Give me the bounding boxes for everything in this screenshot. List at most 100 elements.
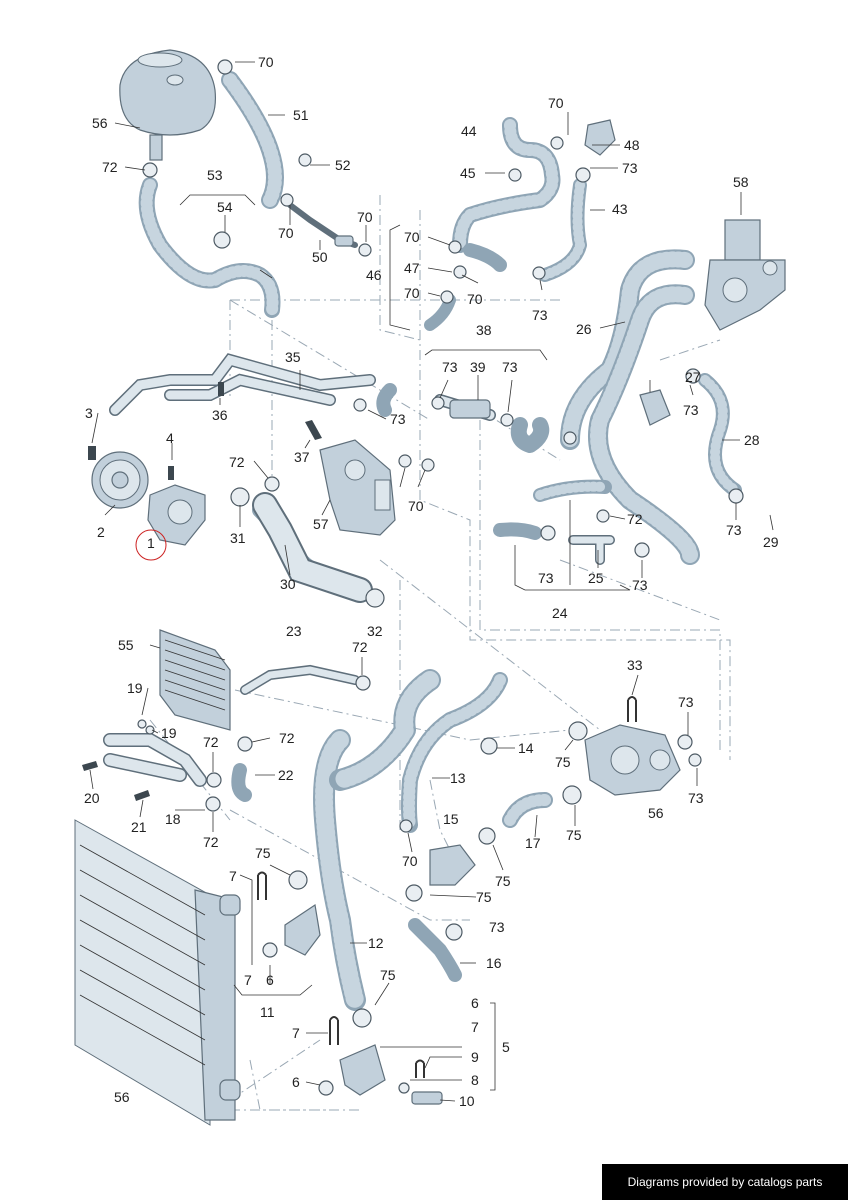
label-31: 31 [230,530,246,546]
label-24: 24 [552,605,568,621]
label-7: 7 [292,1025,300,1041]
label-75: 75 [380,967,396,983]
label-46: 46 [366,267,382,283]
label-14: 14 [518,740,534,756]
part-labels: 70 51 56 52 72 53 54 70 50 70 46 44 70 4… [84,54,779,1109]
components [74,49,786,1126]
attribution-text: Diagrams provided by catalogs parts [627,1175,823,1189]
label-57: 57 [313,516,329,532]
label-56: 56 [648,805,664,821]
label-73: 73 [683,402,699,418]
label-72: 72 [229,454,245,470]
label-75: 75 [555,754,571,770]
label-16: 16 [486,955,502,971]
label-15: 15 [443,811,459,827]
label-33: 33 [627,657,643,673]
label-70: 70 [357,209,373,225]
label-26: 26 [576,321,592,337]
label-51: 51 [293,107,309,123]
label-23: 23 [286,623,302,639]
label-39: 39 [470,359,486,375]
label-17: 17 [525,835,541,851]
label-4: 4 [166,430,174,446]
label-72: 72 [203,734,219,750]
label-72: 72 [203,834,219,850]
label-72: 72 [352,639,368,655]
hoses [138,71,742,1011]
radiator [74,819,241,1126]
coolant-flange [584,724,681,796]
label-38: 38 [476,322,492,338]
label-7: 7 [229,868,237,884]
label-19: 19 [127,680,143,696]
label-47: 47 [404,260,420,276]
label-10: 10 [459,1093,475,1109]
label-6: 6 [471,995,479,1011]
label-73: 73 [538,570,554,586]
clamps [82,59,744,1096]
label-73: 73 [678,694,694,710]
leader-lines [89,61,774,1102]
label-2: 2 [97,524,105,540]
label-73: 73 [532,307,548,323]
rigid-pipes [103,202,615,787]
label-20: 20 [84,790,100,806]
label-73: 73 [390,411,406,427]
label-52: 52 [335,157,351,173]
label-70: 70 [408,498,424,514]
label-48: 48 [624,137,640,153]
bracket-27 [639,389,671,426]
elbow-48 [584,119,616,156]
label-73: 73 [502,359,518,375]
label-13: 13 [450,770,466,786]
label-73: 73 [489,919,505,935]
label-54: 54 [217,199,233,215]
valve-39 [449,399,491,419]
label-12: 12 [368,935,384,951]
label-36: 36 [212,407,228,423]
label-27: 27 [685,369,701,385]
label-6: 6 [292,1074,300,1090]
label-75: 75 [476,889,492,905]
label-44: 44 [461,123,477,139]
label-50: 50 [312,249,328,265]
label-9: 9 [471,1049,479,1065]
label-6: 6 [266,972,274,988]
oil-cooler [159,629,231,731]
expansion-tank [119,49,217,161]
attribution-banner: Diagrams provided by catalogs parts [602,1164,848,1200]
label-70: 70 [467,291,483,307]
sensor-10 [411,1091,443,1105]
label-8: 8 [471,1072,479,1088]
highlight-circle [135,529,167,561]
label-21: 21 [131,819,147,835]
egr-valve [704,219,786,331]
label-72: 72 [627,511,643,527]
label-53: 53 [207,167,223,183]
label-75: 75 [255,845,271,861]
label-73: 73 [632,577,648,593]
label-75: 75 [566,827,582,843]
label-19: 19 [161,725,177,741]
label-75: 75 [495,873,511,889]
union-50 [334,235,354,247]
label-55: 55 [118,637,134,653]
label-56: 56 [114,1089,130,1105]
label-73: 73 [442,359,458,375]
label-32: 32 [367,623,383,639]
label-70: 70 [258,54,274,70]
label-30: 30 [280,576,296,592]
label-70: 70 [548,95,564,111]
label-18: 18 [165,811,181,827]
water-pump [91,451,206,546]
label-11: 11 [260,1004,275,1020]
label-73: 73 [622,160,638,176]
label-7: 7 [471,1019,479,1035]
label-72: 72 [279,730,295,746]
label-45: 45 [460,165,476,181]
label-37: 37 [294,449,310,465]
label-70: 70 [404,285,420,301]
label-56: 56 [92,115,108,131]
connector-5 [339,1044,386,1096]
